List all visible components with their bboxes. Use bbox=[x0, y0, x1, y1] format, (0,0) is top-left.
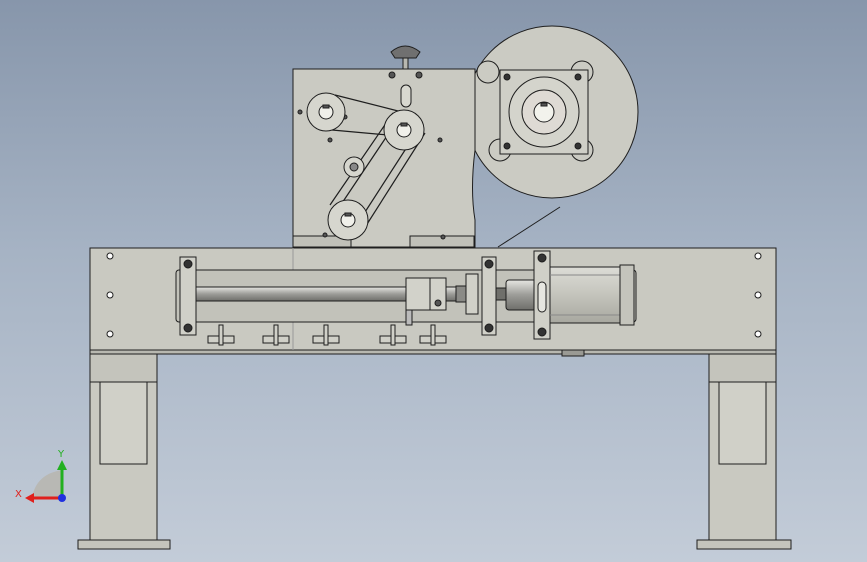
sensor-bracket bbox=[312, 324, 340, 346]
pulley-center bbox=[383, 109, 425, 151]
servo-motor bbox=[549, 264, 635, 326]
sensor-bracket bbox=[419, 324, 447, 346]
pulley-bottom bbox=[327, 199, 369, 241]
motor-coupling bbox=[505, 279, 537, 311]
sensor-bracket bbox=[262, 324, 290, 346]
left-leg bbox=[77, 353, 171, 550]
coordinate-triad-icon: Y X bbox=[15, 449, 67, 503]
sensor-bracket-row bbox=[207, 324, 447, 346]
slider-nut-block bbox=[405, 277, 447, 326]
right-leg bbox=[696, 353, 792, 550]
idler-pulley bbox=[343, 156, 365, 178]
left-rod-bracket bbox=[179, 256, 197, 336]
motor-flange-bracket bbox=[533, 250, 551, 340]
sensor-bracket bbox=[207, 324, 235, 346]
pulley-top-left bbox=[306, 92, 346, 132]
triad-y-label: Y bbox=[57, 449, 65, 460]
adjustment-knob[interactable] bbox=[390, 45, 421, 70]
motor-mount-plate bbox=[476, 60, 594, 162]
sensor-bracket bbox=[379, 324, 407, 346]
triad-x-label: X bbox=[15, 489, 22, 500]
bearing-block bbox=[465, 256, 507, 336]
